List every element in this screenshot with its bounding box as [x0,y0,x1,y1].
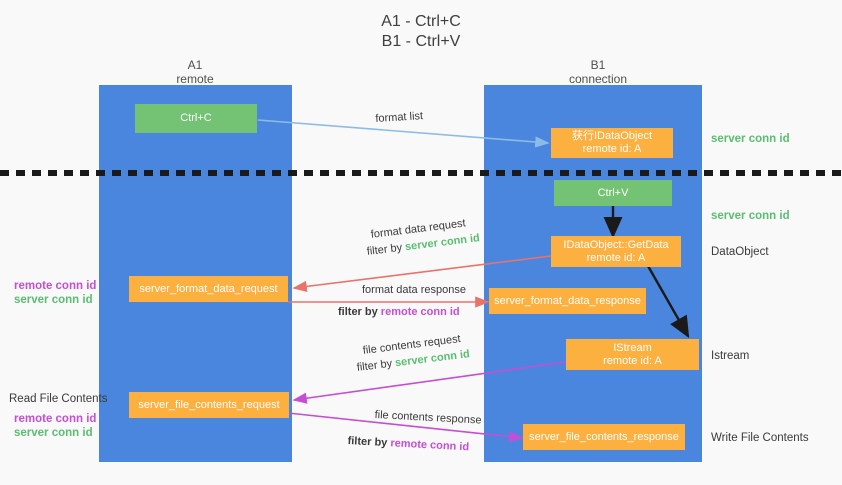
filter-by-text-3: filter by [356,357,396,374]
dashed-separator [0,170,842,176]
column-header-a1: A1 remote [130,58,260,86]
right-label-server-conn-id-top: server conn id [711,133,790,145]
node-server-format-data-response[interactable]: server_format_data_response [489,288,646,314]
node-server-format-data-request-label: server_format_data_request [139,282,278,295]
node-ctrl-c-label: Ctrl+C [180,112,212,124]
node-idataobject[interactable]: 获行IDataObject remote id: A [551,128,673,158]
column-header-b1-sub: connection [568,72,628,86]
column-header-a1-name: A1 [187,58,203,72]
node-istream-remoteid: remote id: A [603,354,662,367]
right-label-server-conn-id-mid: server conn id [711,210,790,222]
left-label-server-conn-id-1: server conn id [14,294,93,306]
node-server-file-contents-response-label: server_file_contents_response [529,430,679,443]
right-label-write-file-contents: Write File Contents [711,432,809,444]
column-header-b1: B1 connection [533,58,663,86]
node-getdata-remoteid: remote id: A [586,251,646,264]
left-label-remote-conn-id-2: remote conn id [14,413,97,425]
filter-by-text-4: filter by [347,434,391,450]
remote-conn-id-inline-1: remote conn id [380,306,460,318]
node-server-file-contents-request-label: server_file_contents_request [138,398,280,411]
edge-label-format-data-response: format data response [362,284,466,296]
node-istream[interactable]: IStream remote id: A [566,339,699,370]
remote-conn-id-inline-2: remote conn id [390,437,470,454]
right-label-dataobject: DataObject [711,246,769,258]
node-idataobject-getdata[interactable]: IDataObject::GetData remote id: A [551,236,681,267]
left-label-server-conn-id-2: server conn id [14,427,93,439]
edge-label-file-contents-response-filter: filter by remote conn id [347,434,469,454]
node-ctrl-v-label: Ctrl+V [597,186,629,199]
left-label-read-file-contents: Read File Contents [9,393,108,405]
node-server-file-contents-request[interactable]: server_file_contents_request [129,392,289,418]
left-label-remote-conn-id-1: remote conn id [14,280,97,292]
node-server-format-data-response-label: server_format_data_response [494,294,641,307]
node-server-file-contents-response[interactable]: server_file_contents_response [523,424,685,450]
page-title-line2: B1 - Ctrl+V [381,33,461,50]
right-label-istream: Istream [711,350,750,362]
column-header-b1-name: B1 [590,58,606,72]
node-ctrl-v[interactable]: Ctrl+V [554,180,672,206]
node-idataobject-label: 获行IDataObject [571,130,653,142]
node-istream-label: IStream [613,341,652,354]
filter-by-text-1: filter by [366,241,406,258]
edge-label-format-data-response-filter: filter by remote conn id [338,305,460,319]
edge-label-format-list: format list [375,110,424,125]
filter-by-text-2: filter by [338,306,381,318]
edge-label-file-contents-response: file contents response [374,408,482,427]
node-ctrl-c[interactable]: Ctrl+C [135,104,257,133]
node-idataobject-remoteid: remote id: A [582,143,642,155]
page-title-line1: A1 - Ctrl+C [381,13,461,30]
node-getdata-label: IDataObject::GetData [563,238,669,251]
column-header-a1-sub: remote [176,72,214,86]
node-server-format-data-request[interactable]: server_format_data_request [129,276,288,302]
